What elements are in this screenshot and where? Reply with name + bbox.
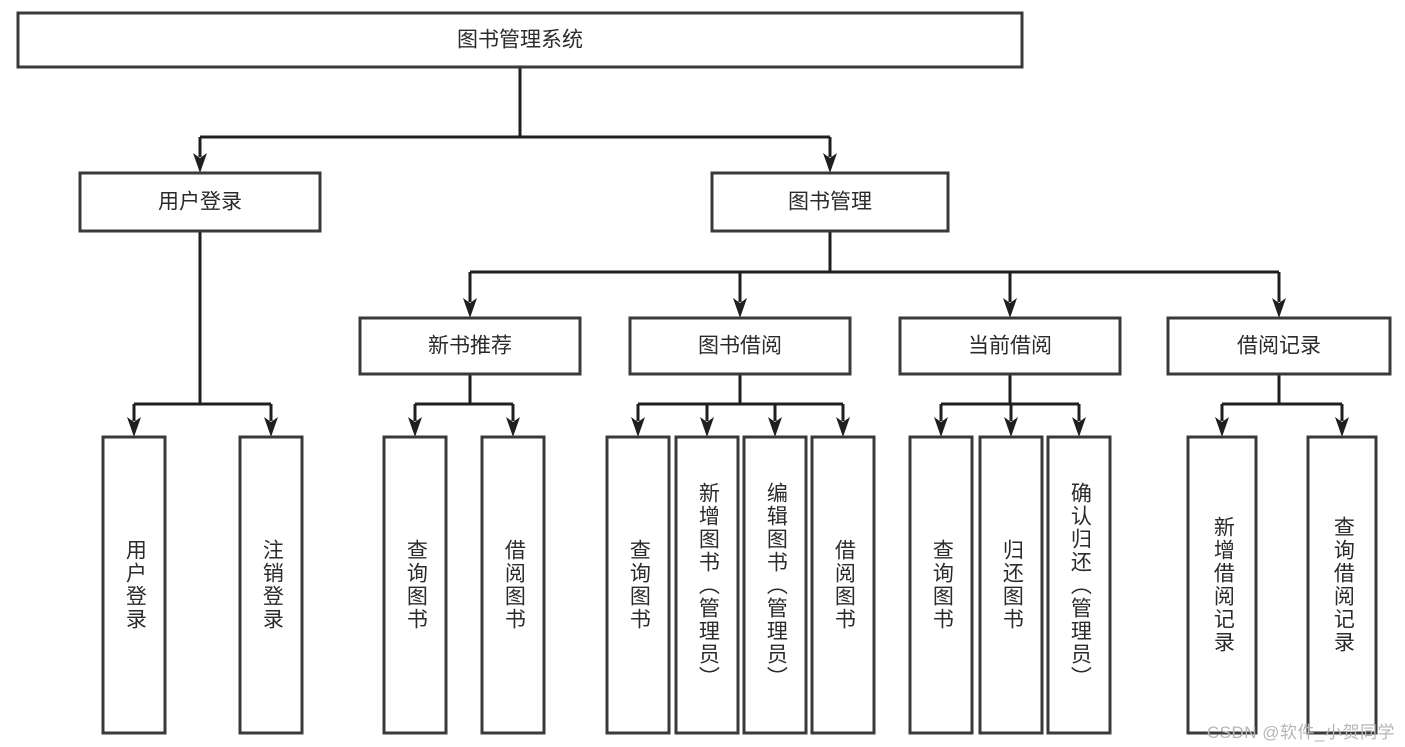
arrow-head-icon xyxy=(1272,298,1286,318)
arrow-head-icon xyxy=(193,153,207,173)
level2-node-box[interactable] xyxy=(1166,316,1392,376)
level2-node-box[interactable] xyxy=(628,316,852,376)
arrow-head-icon xyxy=(1003,298,1017,318)
arrow-head-icon xyxy=(1072,417,1086,437)
root-node-label: 图书管理系统 xyxy=(457,29,583,52)
level1-node-label: 图书管理 xyxy=(788,191,872,214)
leaf-node-box[interactable] xyxy=(1306,435,1378,735)
arrow-head-icon xyxy=(264,417,278,437)
level1-node-box[interactable] xyxy=(710,171,950,233)
level1-node-box[interactable] xyxy=(78,171,322,233)
arrow-head-icon xyxy=(408,417,422,437)
leaf-node-box[interactable] xyxy=(1046,435,1112,735)
level2-node-label: 当前借阅 xyxy=(968,335,1052,358)
arrow-head-icon xyxy=(823,153,837,173)
arrow-head-icon xyxy=(127,417,141,437)
leaf-node-box[interactable] xyxy=(480,435,546,735)
root-node-box[interactable] xyxy=(16,11,1024,69)
level1-node-label: 用户登录 xyxy=(158,191,242,214)
level2-node-label: 借阅记录 xyxy=(1237,335,1321,358)
arrow-head-icon xyxy=(934,417,948,437)
arrow-head-icon xyxy=(506,417,520,437)
arrow-head-icon xyxy=(1335,417,1349,437)
arrow-head-icon xyxy=(1215,417,1229,437)
leaf-node-box[interactable] xyxy=(674,435,740,735)
leaf-node-box[interactable] xyxy=(810,435,876,735)
arrow-head-icon xyxy=(631,417,645,437)
leaf-node-box[interactable] xyxy=(978,435,1044,735)
leaf-node-box[interactable] xyxy=(238,435,304,735)
arrow-head-icon xyxy=(836,417,850,437)
level2-node-label: 图书借阅 xyxy=(698,335,782,358)
arrow-head-icon xyxy=(463,298,477,318)
level2-node-label: 新书推荐 xyxy=(428,335,512,358)
level2-node-box[interactable] xyxy=(358,316,582,376)
leaf-node-box[interactable] xyxy=(101,435,167,735)
leaf-node-box[interactable] xyxy=(742,435,808,735)
leaf-node-box[interactable] xyxy=(908,435,974,735)
arrow-head-icon xyxy=(768,417,782,437)
arrow-head-icon xyxy=(700,417,714,437)
arrow-head-icon xyxy=(733,298,747,318)
leaf-node-box[interactable] xyxy=(605,435,671,735)
arrow-head-icon xyxy=(1004,417,1018,437)
level2-node-box[interactable] xyxy=(898,316,1122,376)
leaf-node-box[interactable] xyxy=(1186,435,1258,735)
boxes-layer xyxy=(16,11,1392,735)
watermark: CSDN @软件_小贺同学 xyxy=(1206,723,1395,742)
connectors-layer xyxy=(127,67,1349,437)
leaf-node-box[interactable] xyxy=(382,435,448,735)
